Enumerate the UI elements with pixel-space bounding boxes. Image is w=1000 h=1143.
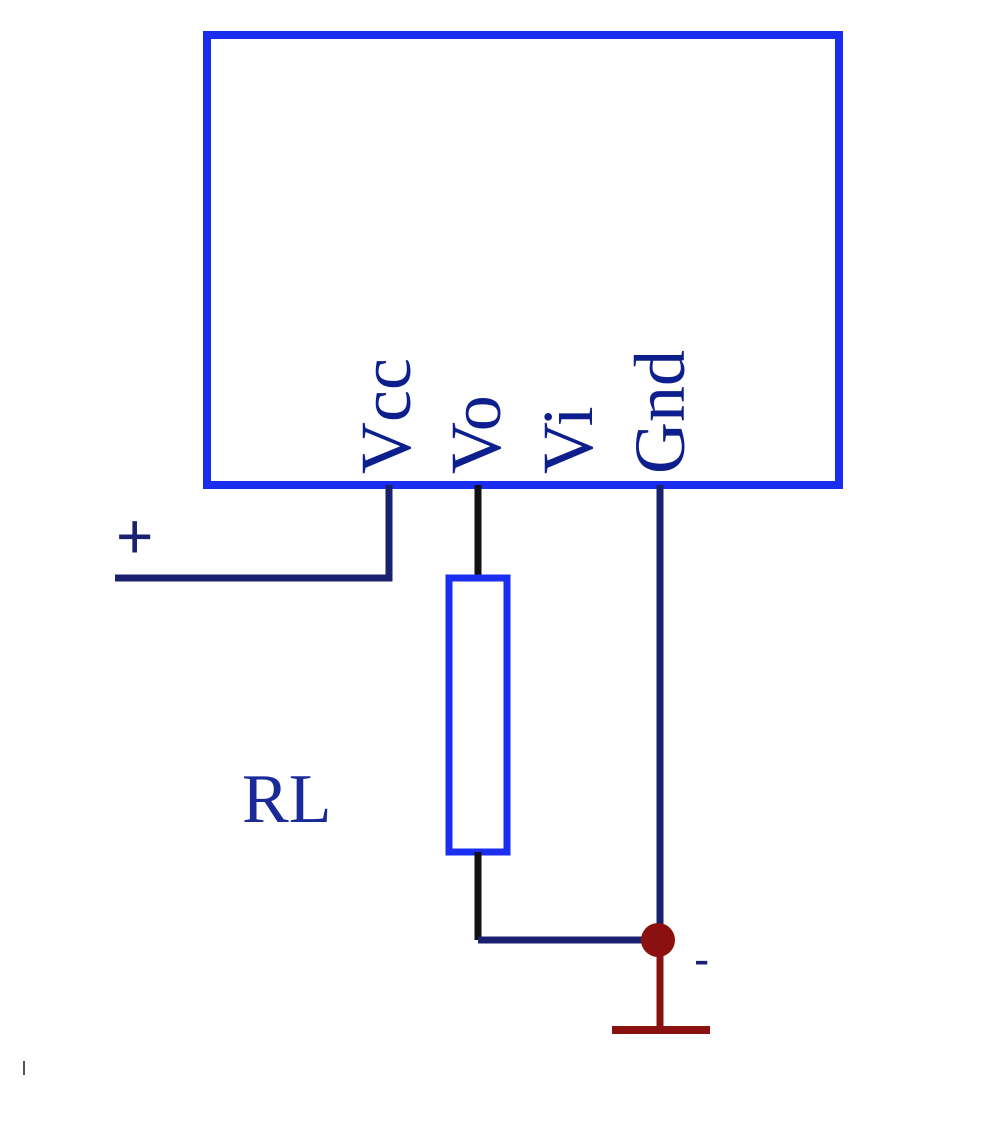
positive-terminal-label: + [116, 500, 153, 572]
resistor-rl [445, 574, 511, 856]
negative-terminal-label: - [694, 933, 709, 985]
pin-label-vo: Vo [436, 395, 516, 474]
wire-vcc [115, 485, 393, 582]
pin-label-vcc: Vcc [346, 358, 426, 474]
pin-label-gnd: Gnd [620, 350, 700, 474]
resistor-label: RL [242, 761, 331, 838]
pin-label-vi: Vi [528, 406, 608, 474]
junction-dot [641, 923, 675, 957]
module-box [203, 31, 843, 489]
